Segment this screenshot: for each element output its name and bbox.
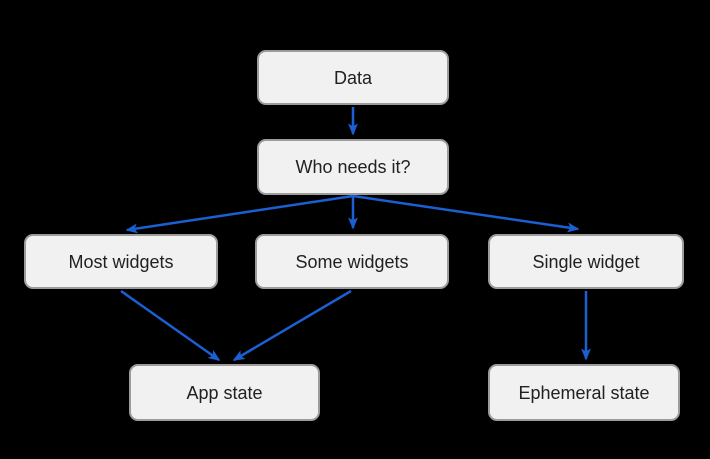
node-single-widget: Single widget xyxy=(488,234,684,289)
node-ephemeral-state-label: Ephemeral state xyxy=(518,382,650,403)
node-who-needs-it-label: Who needs it? xyxy=(295,157,411,177)
node-app-state-label: App state xyxy=(186,382,263,403)
node-who-needs-it: Who needs it? xyxy=(257,139,449,195)
edge-who-to-single xyxy=(352,194,580,233)
edge-who-to-most xyxy=(125,194,354,234)
node-data: Data xyxy=(257,50,449,105)
node-ephemeral-state: Ephemeral state xyxy=(488,364,680,421)
node-some-widgets-label: Some widgets xyxy=(295,251,409,272)
edge-most-to-app xyxy=(120,289,221,362)
node-most-widgets-label: Most widgets xyxy=(68,251,174,272)
node-most-widgets: Most widgets xyxy=(24,234,218,289)
edge-some-to-app xyxy=(232,289,352,362)
node-data-label: Data xyxy=(333,67,373,88)
node-some-widgets: Some widgets xyxy=(255,234,449,289)
node-app-state: App state xyxy=(129,364,320,421)
node-single-widget-label: Single widget xyxy=(532,251,640,272)
